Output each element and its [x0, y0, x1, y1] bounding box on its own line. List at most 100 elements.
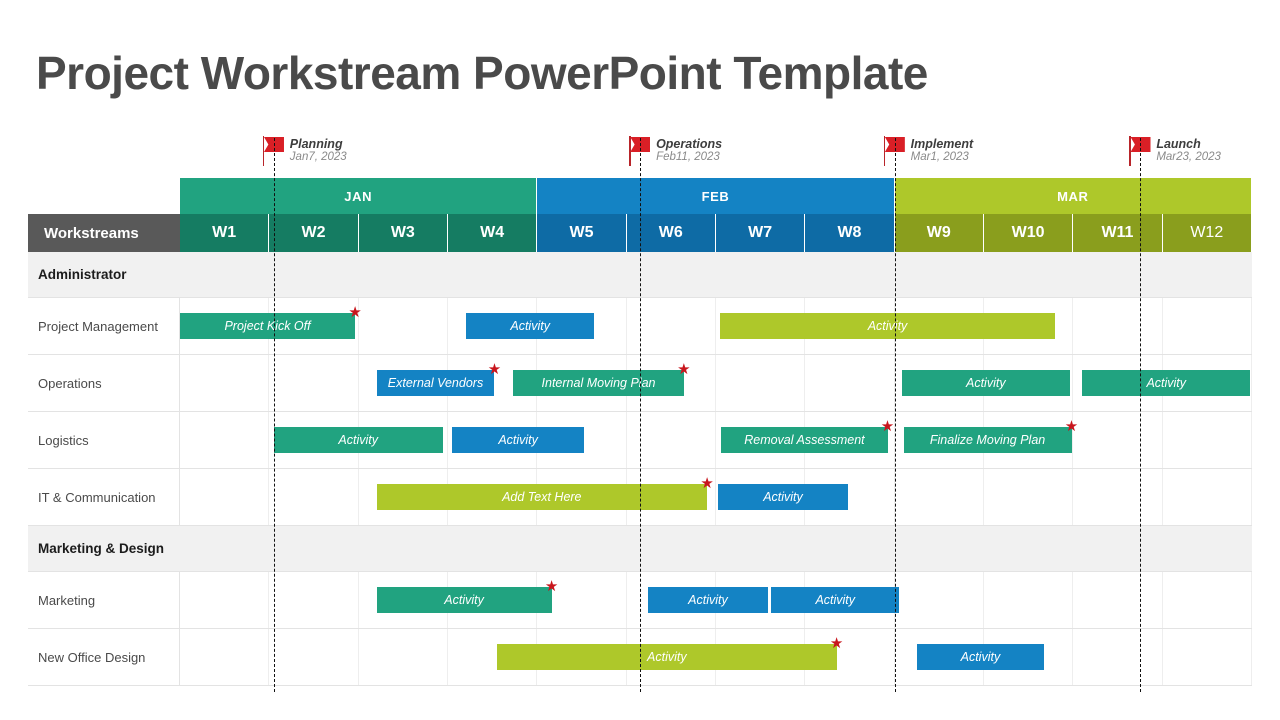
week-header-w6: W6	[626, 214, 716, 252]
row-label: IT & Communication	[28, 469, 180, 525]
grid-cell	[1163, 355, 1252, 411]
task-bar[interactable]: Removal Assessment	[721, 427, 888, 453]
task-bar[interactable]: Activity	[648, 587, 768, 613]
week-header-w8: W8	[805, 214, 895, 252]
grid-cell	[1073, 412, 1163, 468]
grid-cell	[1163, 629, 1252, 685]
grid-cell	[895, 469, 984, 525]
milestone-name: Launch	[1156, 137, 1201, 151]
task-bar[interactable]: Activity	[717, 484, 849, 510]
task-bar[interactable]: Finalize Moving Plan	[903, 427, 1072, 453]
grid-cell	[984, 298, 1074, 354]
milestone-date: Feb11, 2023	[656, 151, 720, 163]
grid-cell	[1163, 298, 1252, 354]
week-header-w1: W1	[180, 214, 270, 252]
grid-cell	[1073, 572, 1163, 628]
grid-cell	[359, 412, 448, 468]
week-header-w5: W5	[537, 214, 627, 252]
row-label: Project Management	[28, 298, 180, 354]
grid-cell	[984, 469, 1074, 525]
week-header-w2: W2	[269, 214, 359, 252]
grid-cell	[895, 572, 984, 628]
month-row-spacer	[28, 178, 180, 214]
grid-cell	[269, 298, 359, 354]
grid-cell	[359, 629, 448, 685]
grid-cell	[627, 298, 716, 354]
grid-cell	[984, 629, 1074, 685]
task-bar[interactable]: Activity	[497, 644, 837, 670]
flag-icon	[262, 136, 285, 166]
row-label: Marketing & Design	[38, 541, 165, 556]
grid-cell	[805, 355, 895, 411]
grid-cell	[180, 469, 270, 525]
milestone-date: Mar23, 2023	[1156, 151, 1221, 163]
task-bar[interactable]: Activity	[901, 370, 1070, 396]
task-bar[interactable]: Activity	[452, 427, 584, 453]
row-track	[180, 526, 1252, 571]
grid-cell	[984, 412, 1074, 468]
row-label: New Office Design	[28, 629, 180, 685]
task-bar[interactable]: Activity	[273, 427, 443, 453]
grid-cell	[359, 298, 448, 354]
grid-cell	[627, 412, 716, 468]
grid-cell	[180, 355, 270, 411]
row-label: Marketing	[28, 572, 180, 628]
milestone-date: Jan7, 2023	[289, 151, 347, 163]
row-label: Operations	[28, 355, 180, 411]
grid-cell	[269, 355, 359, 411]
task-bar[interactable]: Activity	[719, 313, 1056, 339]
grid-cell	[805, 412, 895, 468]
grid-cell	[627, 469, 716, 525]
task-bar[interactable]: Add Text Here	[376, 484, 708, 510]
grid-cell	[180, 572, 270, 628]
milestone-name: Planning	[289, 137, 343, 151]
task-bar[interactable]: Internal Moving Plan	[513, 370, 684, 396]
week-header-w11: W11	[1073, 214, 1163, 252]
week-header-w9: W9	[894, 214, 984, 252]
grid-cell	[1163, 572, 1252, 628]
row-track: Add Text Here★Activity	[180, 469, 1252, 525]
row-track: Activity★Activity	[180, 629, 1252, 685]
row-label: Logistics	[28, 412, 180, 468]
task-bar[interactable]: Activity	[376, 587, 552, 613]
row-label: Administrator	[38, 267, 127, 282]
task-bar[interactable]: External Vendors	[376, 370, 495, 396]
task-bar[interactable]: Activity	[917, 644, 1044, 670]
row-track: External Vendors★Internal Moving Plan★Ac…	[180, 355, 1252, 411]
flag-icon	[629, 136, 651, 166]
grid-cell	[537, 412, 627, 468]
grid-cell	[269, 572, 359, 628]
week-header-w4: W4	[447, 214, 538, 252]
task-bar[interactable]: Project Kick Off	[180, 313, 356, 339]
week-header-w12: W12	[1162, 214, 1252, 252]
task-bar[interactable]: Activity	[771, 587, 900, 613]
month-cell-mar: MAR	[894, 178, 1252, 214]
grid-cell	[269, 629, 359, 685]
grid-cell	[627, 355, 716, 411]
grid-cell	[805, 629, 895, 685]
week-header-w7: W7	[715, 214, 806, 252]
grid-cell	[537, 572, 627, 628]
milestone-name: Operations	[656, 137, 723, 151]
task-bar[interactable]: Activity	[1082, 370, 1251, 396]
grid-cell	[1073, 629, 1163, 685]
grid-cell	[537, 298, 627, 354]
task-bar[interactable]: Activity	[465, 313, 595, 339]
month-cell-jan: JAN	[180, 178, 538, 214]
